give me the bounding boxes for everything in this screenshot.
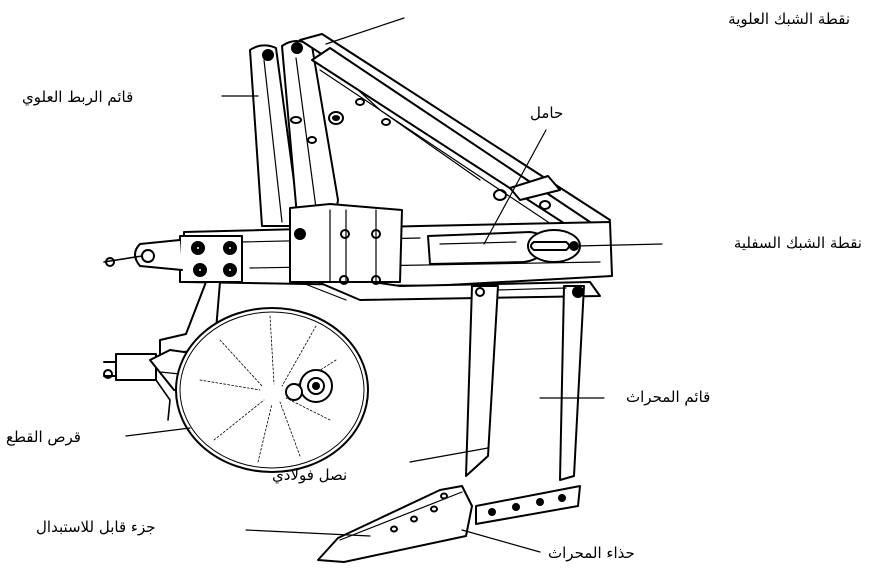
leader-plow-shoe bbox=[461, 529, 541, 553]
label-carrier: حامل bbox=[530, 104, 564, 122]
leader-carrier bbox=[483, 129, 547, 245]
label-lower-hitch-point: نقطة الشبك السفلية bbox=[733, 234, 862, 252]
label-steel-blade: نصل فولاذي bbox=[272, 466, 348, 484]
label-plow-standard: قائم المحراث bbox=[626, 388, 711, 406]
main-frame-beam bbox=[103, 203, 613, 301]
label-upper-link-mast: قائم الربط العلوي bbox=[22, 88, 134, 106]
label-replaceable-part: جزء قابل للاستبدال bbox=[36, 518, 156, 536]
plow-standard bbox=[465, 285, 585, 481]
leader-lines bbox=[125, 17, 663, 553]
plow-shoe bbox=[475, 485, 581, 525]
cutting-disc bbox=[175, 307, 369, 473]
plow-share bbox=[317, 485, 473, 563]
leader-replaceable-part bbox=[245, 529, 371, 537]
lower-hitch-pin bbox=[427, 229, 581, 265]
leader-cutting-disc bbox=[125, 427, 191, 437]
label-upper-hitch-point: نقطة الشبك العلوية bbox=[728, 10, 850, 28]
label-plow-shoe: حذاء المحراث bbox=[548, 544, 635, 562]
leader-lower-hitch bbox=[575, 243, 663, 247]
diagonal-brace bbox=[299, 33, 611, 241]
label-cutting-disc: قرص القطع bbox=[6, 428, 81, 446]
leader-upper-hitch bbox=[325, 17, 405, 45]
leader-steel-blade bbox=[409, 447, 489, 463]
